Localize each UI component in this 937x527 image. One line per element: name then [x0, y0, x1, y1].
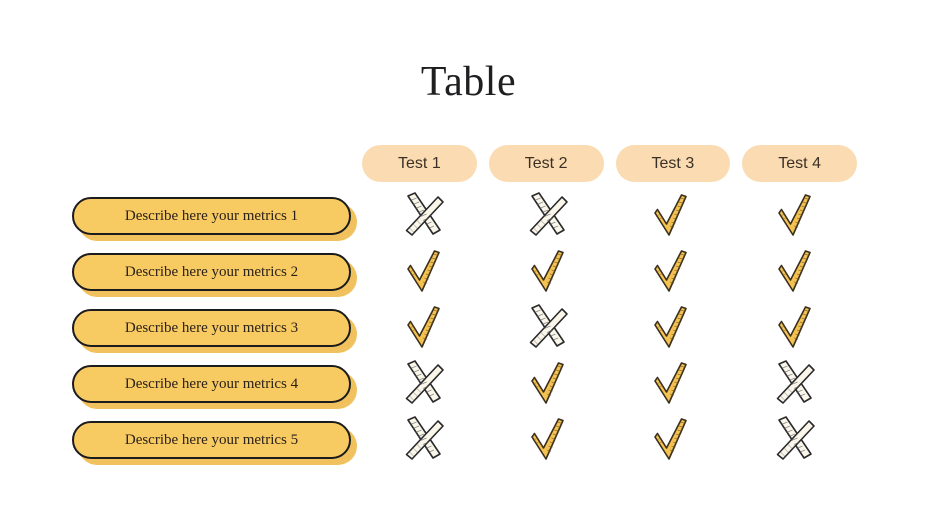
- column-header-row: Test 1 Test 2 Test 3 Test 4: [362, 145, 857, 182]
- cell-check[interactable]: [362, 246, 486, 298]
- column-header-label: Test 2: [524, 154, 568, 172]
- cell-check[interactable]: [610, 302, 734, 354]
- row-label-text: Describe here your metrics 3: [124, 319, 299, 336]
- row-label-body: Describe here your metrics 1: [72, 197, 351, 235]
- cell-cross[interactable]: [362, 190, 486, 242]
- check-mark-icon: [530, 250, 564, 292]
- row-label-body: Describe here your metrics 2: [72, 253, 351, 291]
- cell-check[interactable]: [733, 190, 857, 242]
- table-row: [362, 190, 857, 242]
- table-row: [362, 414, 857, 466]
- cell-cross[interactable]: [362, 358, 486, 410]
- row-label-text: Describe here your metrics 5: [124, 431, 299, 448]
- cross-mark-icon: [405, 192, 444, 236]
- row-label-pill[interactable]: Describe here your metrics 2: [72, 253, 357, 297]
- column-header-pill[interactable]: Test 4: [742, 145, 857, 182]
- row-label-body: Describe here your metrics 4: [72, 365, 351, 403]
- column-header-label: Test 4: [778, 154, 821, 172]
- cross-mark-icon: [776, 416, 815, 460]
- column-header-pill[interactable]: Test 3: [615, 145, 731, 182]
- row-label-pill[interactable]: Describe here your metrics 4: [72, 365, 357, 409]
- row-label-text: Describe here your metrics 4: [124, 375, 299, 392]
- check-mark-icon: [778, 194, 811, 236]
- row-label-text: Describe here your metrics 1: [124, 207, 299, 224]
- cell-cross[interactable]: [486, 190, 610, 242]
- row-label-body: Describe here your metrics 5: [72, 421, 351, 459]
- cell-check[interactable]: [610, 246, 734, 298]
- row-label-pill[interactable]: Describe here your metrics 5: [72, 421, 357, 465]
- check-mark-icon: [654, 250, 688, 292]
- cell-check[interactable]: [486, 246, 610, 298]
- check-mark-icon: [778, 306, 811, 348]
- check-mark-icon: [654, 362, 688, 404]
- column-header-pill[interactable]: Test 2: [488, 145, 604, 182]
- cross-mark-icon: [776, 360, 815, 404]
- table-row: [362, 246, 857, 298]
- check-mark-icon: [654, 194, 688, 236]
- check-mark-icon: [654, 306, 688, 348]
- check-mark-icon: [778, 250, 811, 292]
- column-header-pill[interactable]: Test 1: [362, 145, 477, 182]
- cell-check[interactable]: [610, 190, 734, 242]
- row-label-pill[interactable]: Describe here your metrics 3: [72, 309, 357, 353]
- check-mark-icon: [407, 306, 440, 348]
- cell-check[interactable]: [486, 414, 610, 466]
- cell-check[interactable]: [610, 414, 734, 466]
- check-mark-icon: [530, 418, 564, 460]
- cell-cross[interactable]: [733, 358, 857, 410]
- column-header-label: Test 3: [651, 154, 695, 172]
- table-row: [362, 358, 857, 410]
- column-header-label: Test 1: [398, 154, 441, 172]
- cell-check[interactable]: [733, 246, 857, 298]
- cross-mark-icon: [529, 304, 568, 348]
- cell-cross[interactable]: [486, 302, 610, 354]
- cell-cross[interactable]: [733, 414, 857, 466]
- cross-mark-icon: [405, 416, 444, 460]
- page-title: Table: [420, 59, 517, 105]
- cell-check[interactable]: [362, 302, 486, 354]
- cross-mark-icon: [529, 192, 568, 236]
- check-mark-icon: [654, 418, 688, 460]
- cross-mark-icon: [405, 360, 444, 404]
- cell-check[interactable]: [610, 358, 734, 410]
- cell-check[interactable]: [733, 302, 857, 354]
- check-mark-icon: [530, 362, 564, 404]
- mark-grid: [362, 190, 857, 475]
- cell-check[interactable]: [486, 358, 610, 410]
- cell-cross[interactable]: [362, 414, 486, 466]
- row-label-pill[interactable]: Describe here your metrics 1: [72, 197, 357, 241]
- table-row: [362, 302, 857, 354]
- check-mark-icon: [407, 250, 440, 292]
- row-label-text: Describe here your metrics 2: [124, 263, 299, 280]
- row-label-body: Describe here your metrics 3: [72, 309, 351, 347]
